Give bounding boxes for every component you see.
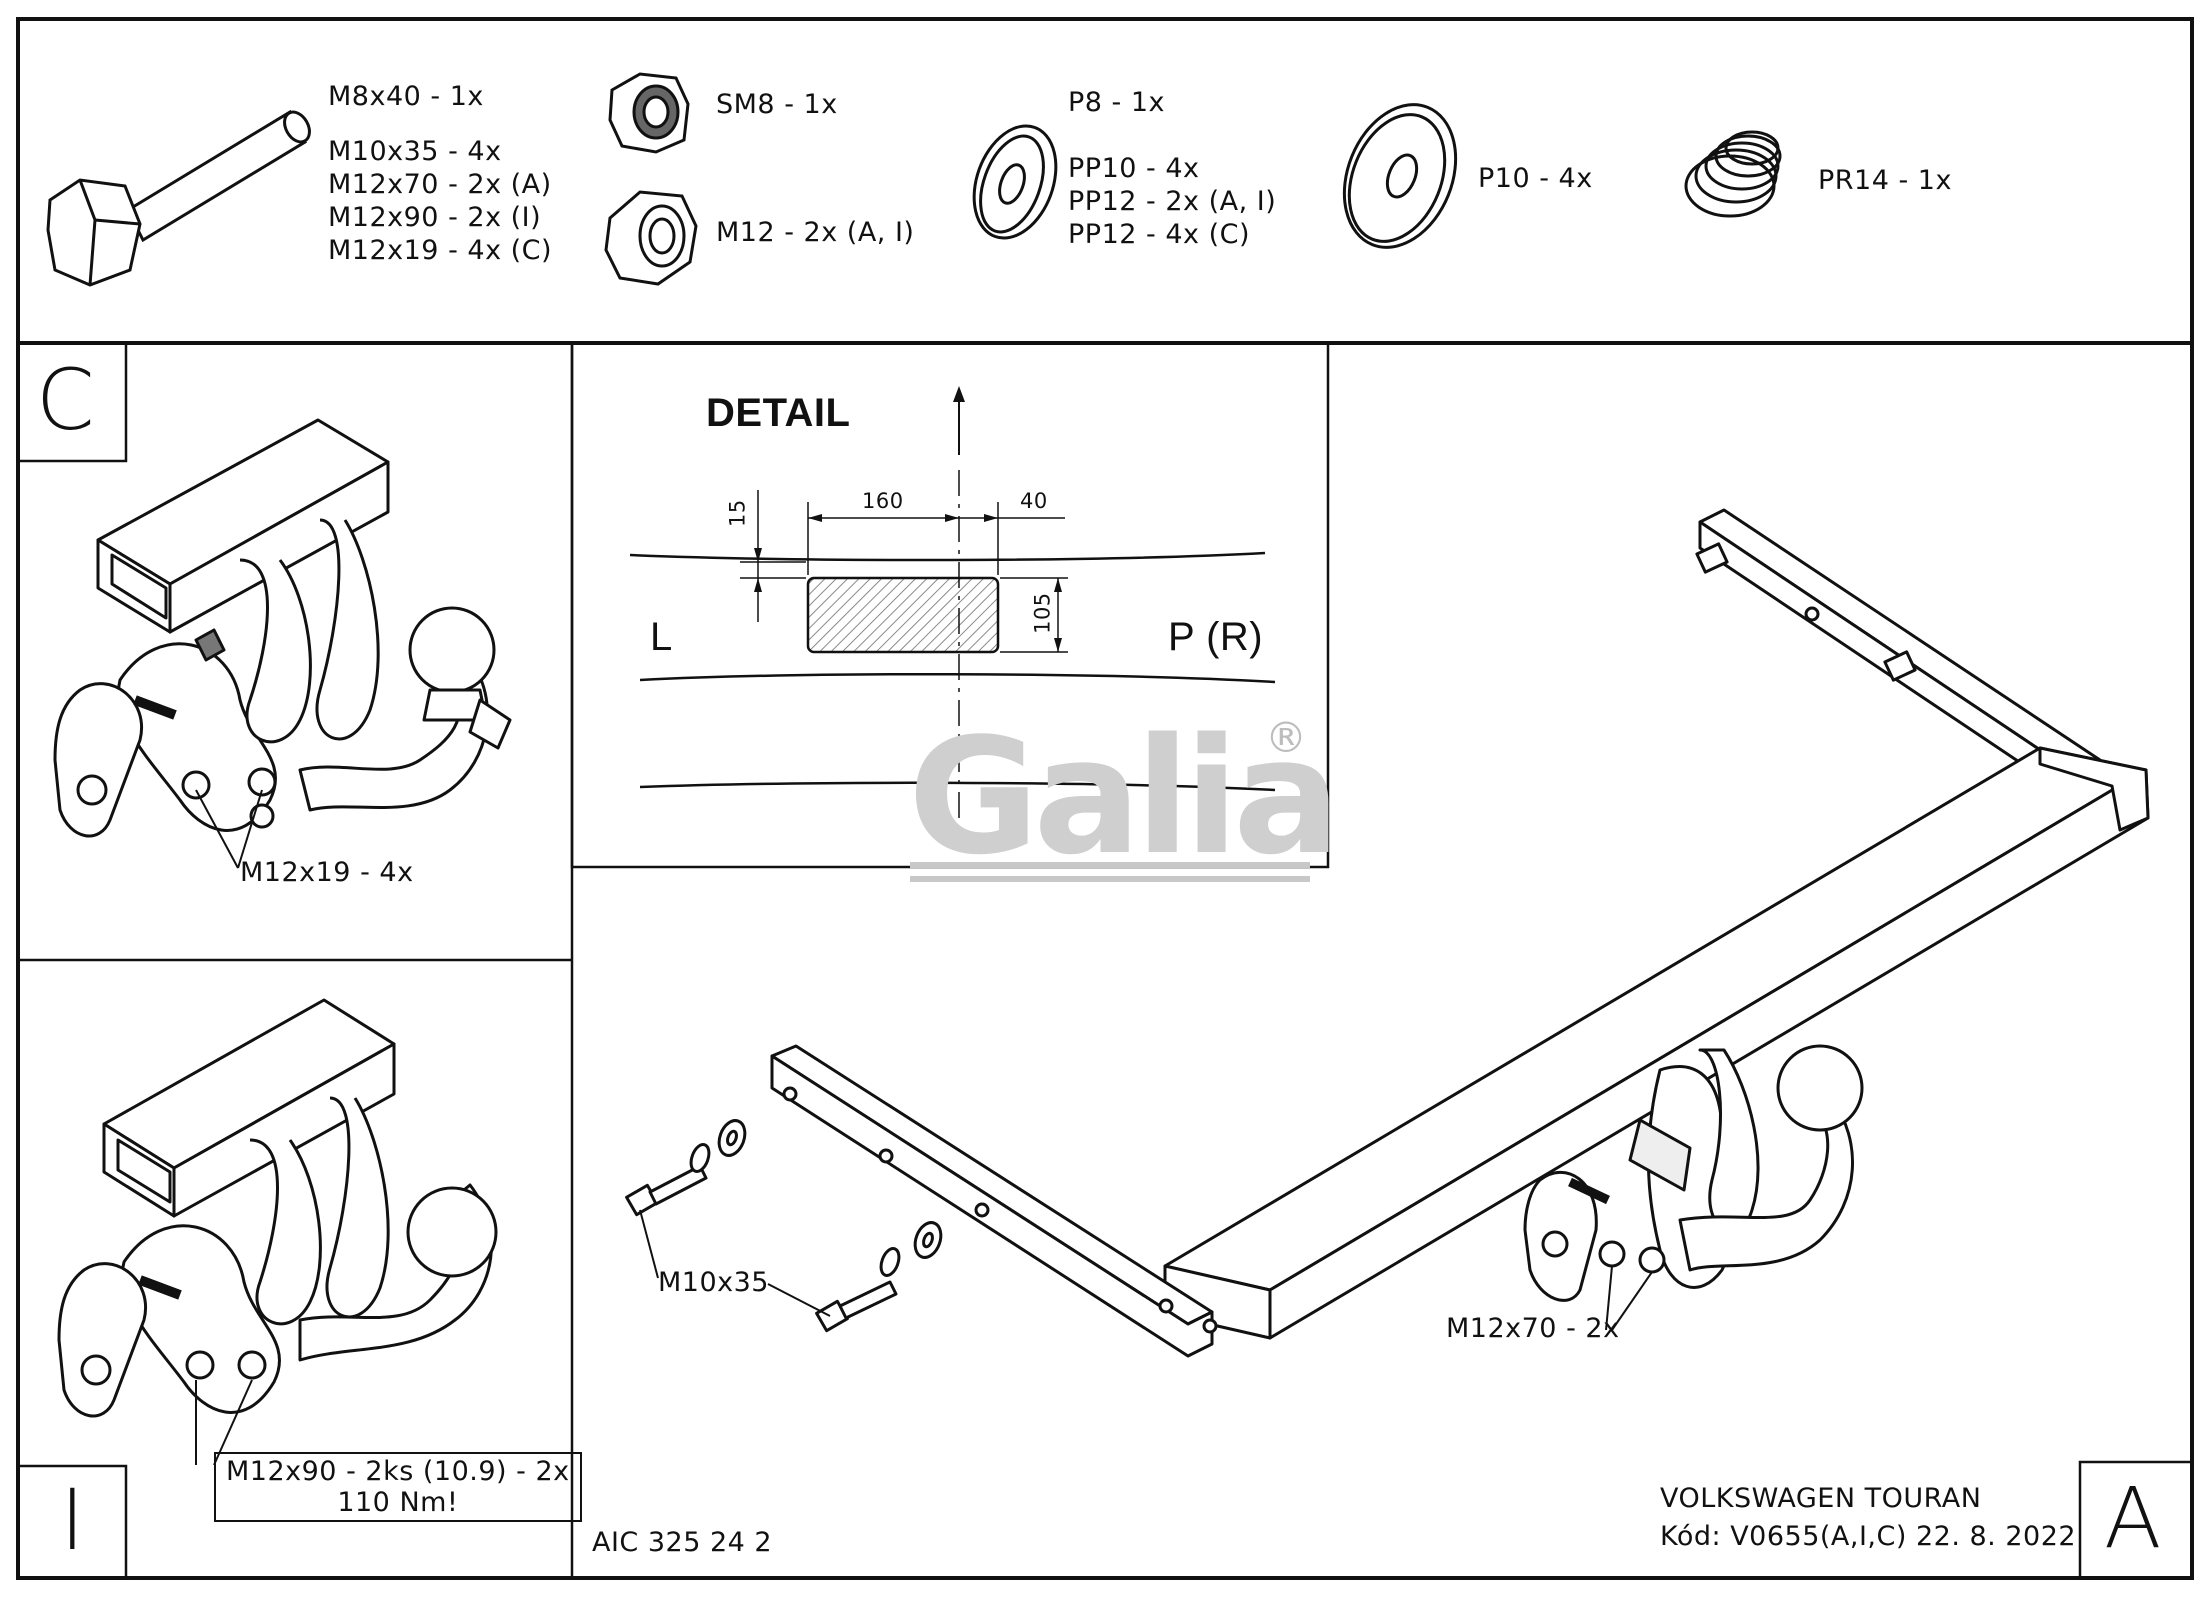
detail-left-label: L: [650, 615, 673, 659]
bolt-label-m12x70: M12x70 - 2x (A): [328, 169, 552, 200]
detail-dim-height: 105: [1030, 592, 1055, 634]
bumper-line-3: [639, 781, 1276, 792]
letter-box-c: [16, 341, 128, 463]
panel-c-letter: C: [36, 351, 96, 449]
bolt-label-m12x19: M12x19 - 4x (C): [328, 235, 553, 266]
panel-c-leader-2: [237, 789, 263, 869]
letter-box-i: [16, 1464, 128, 1580]
washer-pp-icon: [972, 124, 1058, 240]
m10-bolt-upper: [625, 1119, 747, 1217]
panel-i-callout-box: M12x90 - 2ks (10.9) - 2x 110 Nm!: [214, 1452, 582, 1522]
detail-dim-width: 160: [862, 489, 904, 513]
spring-washer-label: PR14 - 1x: [1818, 165, 1952, 196]
detail-title: DETAIL: [706, 391, 851, 435]
galia-logo-mark: ®: [1265, 713, 1307, 762]
letter-box-a: [2078, 1460, 2194, 1580]
nut-sm8-label: SM8 - 1x: [716, 89, 838, 120]
panel-c-leader-1: [195, 789, 239, 869]
m12x70-leader-2: [1611, 1271, 1653, 1331]
bolt-label-group: M8x40 - 1x M10x35 - 4x M12x70 - 2x (A) M…: [328, 80, 552, 267]
panel-i-callout-line2: 110 Nm!: [337, 1487, 459, 1518]
panel-i-letter: I: [60, 1471, 86, 1569]
bumper-line-2: [639, 672, 1276, 684]
nut-m12-icon: [604, 190, 698, 286]
m10x35-callout: M10x35: [658, 1267, 769, 1298]
bolt-label-m12x90: M12x90 - 2x (I): [328, 202, 542, 233]
washer-p10-label: P10 - 4x: [1478, 163, 1593, 194]
vehicle-name: VOLKSWAGEN TOURAN: [1660, 1483, 1982, 1514]
detail-right-label: P (R): [1168, 615, 1264, 659]
panel-c-callout: M12x19 - 4x: [240, 857, 414, 888]
detail-drawing: [629, 386, 1276, 825]
nut-m12-label: M12 - 2x (A, I): [716, 217, 915, 248]
panel-i-leader-2: [213, 1379, 253, 1466]
panel-i-callout-line1: M12x90 - 2ks (10.9) - 2x: [226, 1456, 570, 1487]
washer-p10-icon: [1342, 103, 1458, 249]
panel-i-hitch-drawing: [57, 998, 498, 1418]
m10-leader-2: [767, 1283, 831, 1317]
m10-bolt-lower: [815, 1221, 943, 1333]
galia-logo-text: Galia: [908, 703, 1335, 890]
spring-washer-icon: [1684, 130, 1782, 218]
m12x70-leader-1: [1605, 1265, 1613, 1331]
bolt-icon: [46, 109, 311, 287]
washer-pp12-ai-label: PP12 - 2x (A, I): [1068, 186, 1277, 217]
vehicle-code-date: Kód: V0655(A,I,C) 22. 8. 2022: [1660, 1521, 2077, 1552]
m12x70-callout: M12x70 - 2x: [1446, 1313, 1620, 1344]
detail-dim-offset: 15: [725, 499, 750, 527]
washer-p8-label: P8 - 1x: [1068, 87, 1166, 118]
detail-dim-gap: 40: [1020, 489, 1048, 513]
bolt-label-m10x35: M10x35 - 4x: [328, 136, 502, 167]
cutout-hatched: [806, 576, 1000, 654]
nut-sm8-icon: [608, 72, 690, 154]
panel-c-hitch-drawing: [53, 418, 512, 838]
m10-leader-1: [639, 1209, 659, 1279]
panel-a-letter: A: [2104, 1469, 2162, 1567]
washer-pp12-c-label: PP12 - 4x (C): [1068, 219, 1250, 250]
panel-a-towbar-drawing: [625, 508, 2150, 1358]
outer-frame: [16, 17, 2194, 1580]
washer-pp10-label: PP10 - 4x: [1068, 153, 1200, 184]
galia-logo: Galia ®: [908, 703, 1341, 890]
article-number: AIC 325 24 2: [592, 1527, 773, 1558]
washer-pp-label-group: PP10 - 4x PP12 - 2x (A, I) PP12 - 4x (C): [1068, 152, 1276, 251]
bumper-line-1: [629, 551, 1266, 562]
bolt-label-m8x40: M8x40 - 1x: [328, 81, 484, 112]
